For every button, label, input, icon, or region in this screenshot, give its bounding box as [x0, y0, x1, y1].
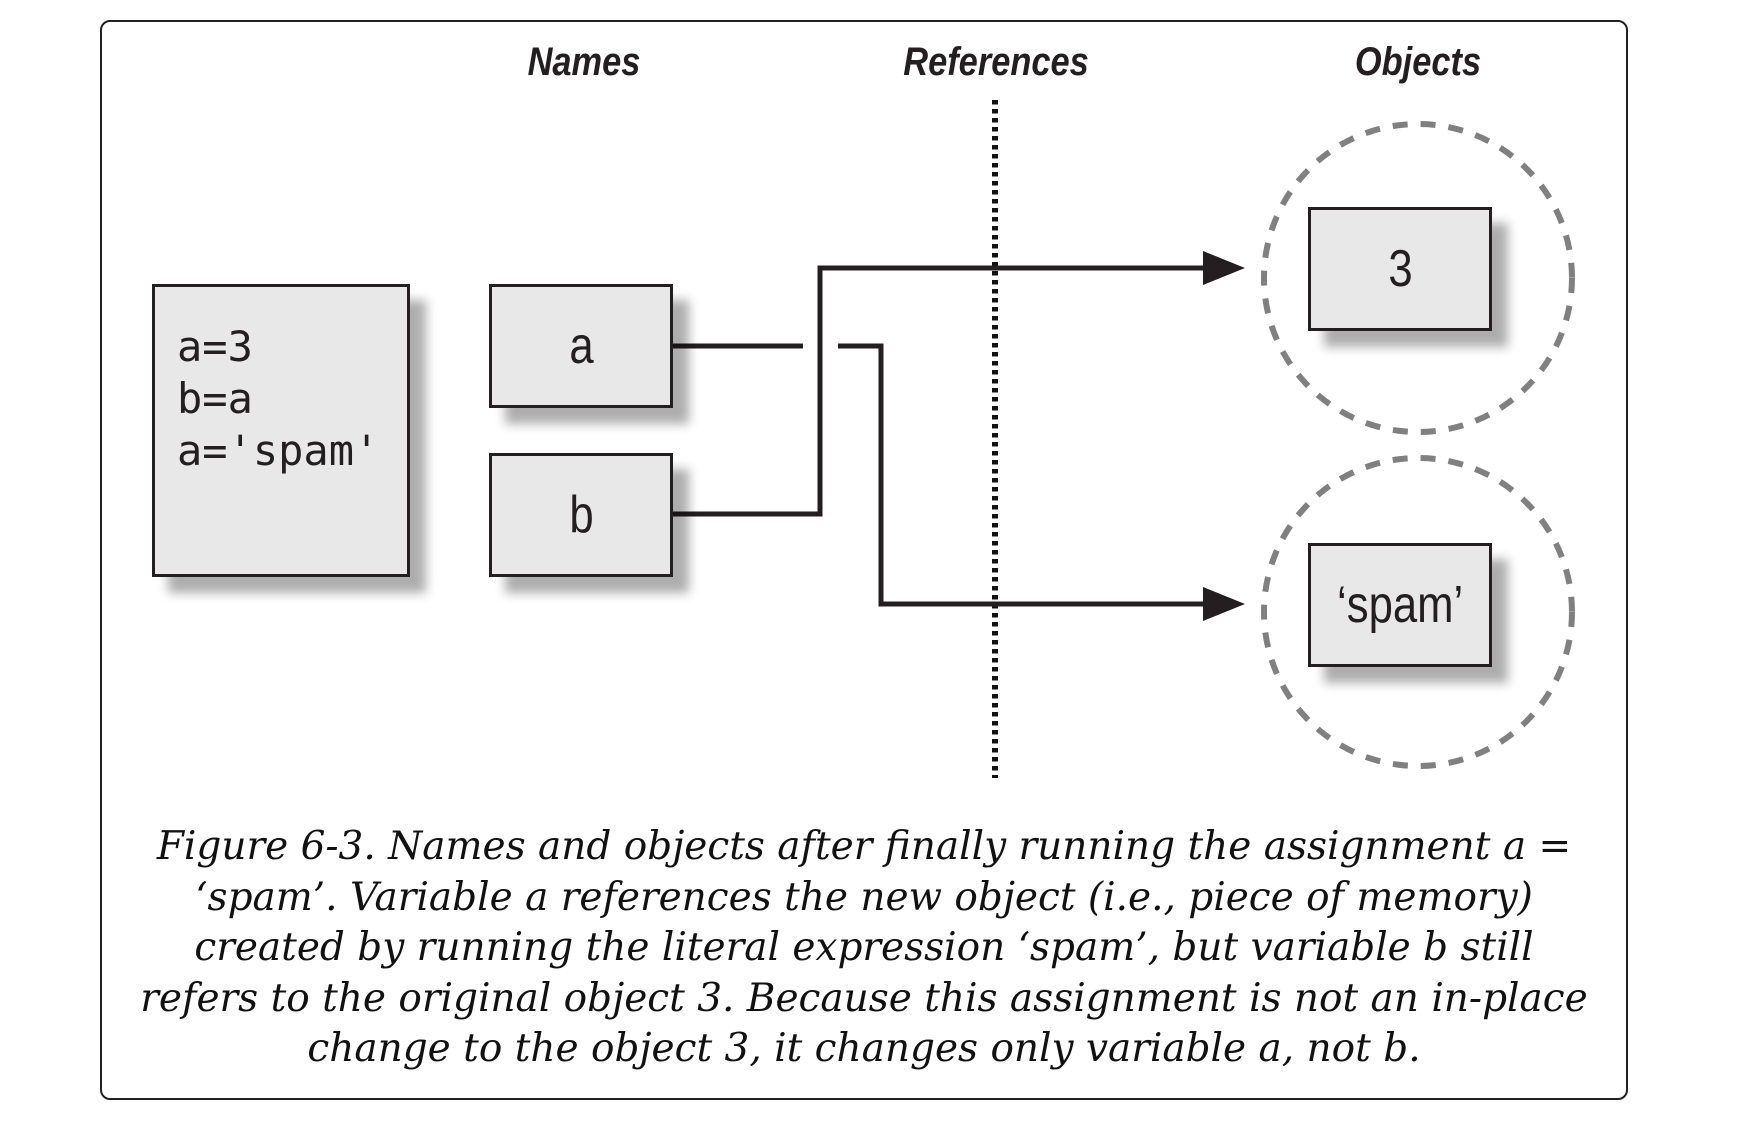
object-box-spam: ‘spam’ [1308, 543, 1492, 667]
object-spam-label: ‘spam’ [1336, 576, 1464, 634]
arrowhead-to-3 [1203, 251, 1245, 285]
object-circle-3 [1261, 121, 1575, 435]
name-a-label: a [568, 317, 594, 375]
object-circle-spam [1261, 455, 1575, 769]
code-line-1: a=3 [177, 322, 253, 371]
header-references: References [903, 40, 1089, 84]
object-3-label: 3 [1387, 240, 1413, 298]
name-box-b: b [489, 453, 673, 577]
arrowhead-to-spam [1203, 587, 1245, 621]
code-box: a=3 b=a a='spam' [152, 284, 410, 577]
reference-line-a-new [838, 343, 1205, 607]
header-objects: Objects [1354, 40, 1482, 84]
reference-line-b [672, 265, 1205, 517]
figure-caption: Figure 6-3. Names and objects after fina… [140, 824, 1588, 1071]
code-line-3: a='spam' [177, 426, 380, 475]
name-b-label: b [568, 486, 594, 544]
header-names: Names [527, 40, 641, 84]
object-box-3: 3 [1308, 207, 1492, 331]
code-line-2: b=a [177, 374, 253, 423]
name-box-a: a [489, 284, 673, 408]
